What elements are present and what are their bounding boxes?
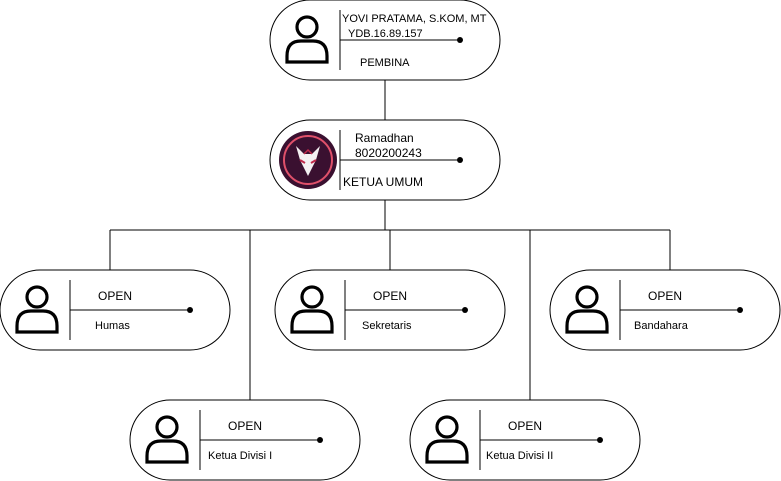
- node-name: YOVI PRATAMA, S.KOM, MT: [342, 13, 487, 25]
- node-name: Ramadhan: [355, 131, 414, 145]
- fox-mask-avatar: [279, 131, 337, 189]
- node-ketua-divisi-1[interactable]: OPEN Ketua Divisi I: [129, 399, 361, 481]
- connector-dot: [597, 437, 603, 443]
- node-name: OPEN: [98, 289, 132, 303]
- node-role: KETUA UMUM: [343, 175, 423, 189]
- connector-dot: [317, 437, 323, 443]
- connector-dot: [737, 307, 743, 313]
- node-role: Bandahara: [634, 320, 689, 332]
- node-bandahara[interactable]: OPEN Bandahara: [549, 269, 781, 351]
- node-sekretaris[interactable]: OPEN Sekretaris: [274, 269, 506, 351]
- node-name: OPEN: [373, 289, 407, 303]
- node-humas[interactable]: OPEN Humas: [0, 269, 231, 351]
- person-icon: [145, 415, 189, 464]
- node-role: PEMBINA: [360, 57, 410, 69]
- node-code: YDB.16.89.157: [348, 28, 423, 40]
- connector-dot: [457, 157, 463, 163]
- connector-dot: [457, 37, 463, 43]
- node-name: OPEN: [648, 289, 682, 303]
- person-icon: [565, 285, 609, 334]
- node-role: Humas: [95, 320, 130, 332]
- node-ketua-divisi-2[interactable]: OPEN Ketua Divisi II: [409, 399, 641, 481]
- connectors: [109, 80, 671, 400]
- node-pembina[interactable]: YOVI PRATAMA, S.KOM, MT YDB.16.89.157 PE…: [269, 0, 501, 81]
- node-role: Ketua Divisi I: [208, 450, 272, 462]
- node-name: OPEN: [508, 419, 542, 433]
- node-ketua-umum[interactable]: Ramadhan 8020200243 KETUA UMUM: [269, 119, 501, 201]
- node-role: Sekretaris: [362, 320, 412, 332]
- person-icon: [425, 415, 469, 464]
- node-name: OPEN: [228, 419, 262, 433]
- node-role: Ketua Divisi II: [486, 450, 553, 462]
- person-icon: [15, 285, 59, 334]
- node-code: 8020200243: [355, 146, 422, 160]
- person-icon: [285, 15, 329, 64]
- person-icon: [290, 285, 334, 334]
- connector-dot: [187, 307, 193, 313]
- connector-dot: [462, 307, 468, 313]
